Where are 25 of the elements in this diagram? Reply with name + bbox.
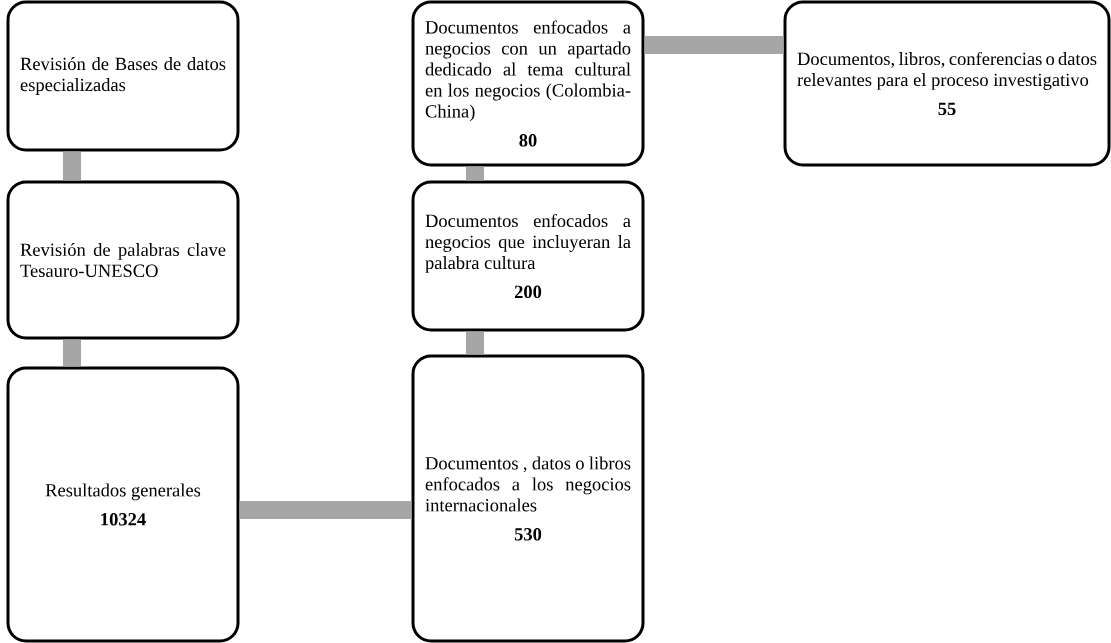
process-box <box>6 366 240 643</box>
count-value: 80 <box>519 134 537 147</box>
box-text: Documentos enfocados a negocios con un apartado dedicado al tema cultural en los negocios (Colombia-China) <box>425 20 631 122</box>
process-box <box>411 354 645 643</box>
connector-bar <box>466 166 484 181</box>
count-value: 200 <box>514 285 542 299</box>
box-text: Revisión de palabras clave Tesauro-UNESCO <box>20 243 226 278</box>
process-box <box>411 180 645 332</box>
connector-bar <box>466 331 484 355</box>
count-value: 10324 <box>101 513 146 526</box>
process-box <box>6 180 240 340</box>
box-text: Documentos, libros, conferencias o datos relevantes para el proceso investigativo <box>797 51 1097 90</box>
connector-bar <box>63 151 81 181</box>
process-box <box>783 0 1111 167</box>
box-text: Documentos enfocados a negocios que incluyeran la palabra cultura <box>425 213 631 273</box>
connector-bar <box>63 339 81 367</box>
process-box <box>6 0 240 152</box>
process-box <box>411 0 645 167</box>
box-text: Documentos , datos o libros enfocados a los negocios internacionales <box>425 456 631 512</box>
connector-bar <box>239 501 412 519</box>
connector-bar <box>644 36 784 54</box>
count-value: 530 <box>514 528 542 541</box>
box-text: Resultados generales <box>45 483 201 501</box>
box-text: Revisión de Bases de datos especializadas <box>20 57 226 95</box>
count-value: 55 <box>938 102 956 116</box>
